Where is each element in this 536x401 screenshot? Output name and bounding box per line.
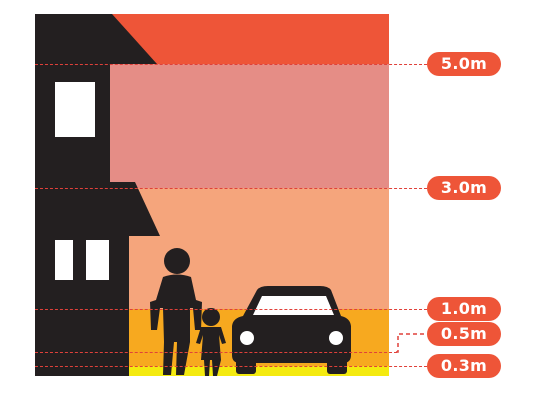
- child-person-icon: [196, 308, 226, 376]
- adult-person-icon: [150, 248, 202, 375]
- depth-badge-0-3m: 0.3m: [427, 354, 501, 378]
- car-icon: [232, 286, 351, 374]
- depth-badge-5m: 5.0m: [427, 52, 501, 76]
- level-line-5m: [35, 64, 427, 65]
- depth-badge-0-5m: 0.5m: [427, 322, 501, 346]
- depth-badge-3m: 3.0m: [427, 176, 501, 200]
- depth-badge-1m: 1.0m: [427, 297, 501, 321]
- level-line-0-5m: [35, 352, 397, 353]
- level-line-1m: [35, 309, 427, 310]
- level-line-0-3m: [35, 366, 427, 367]
- zone-below-0-3m: [35, 366, 389, 376]
- level-line-3m: [35, 188, 427, 189]
